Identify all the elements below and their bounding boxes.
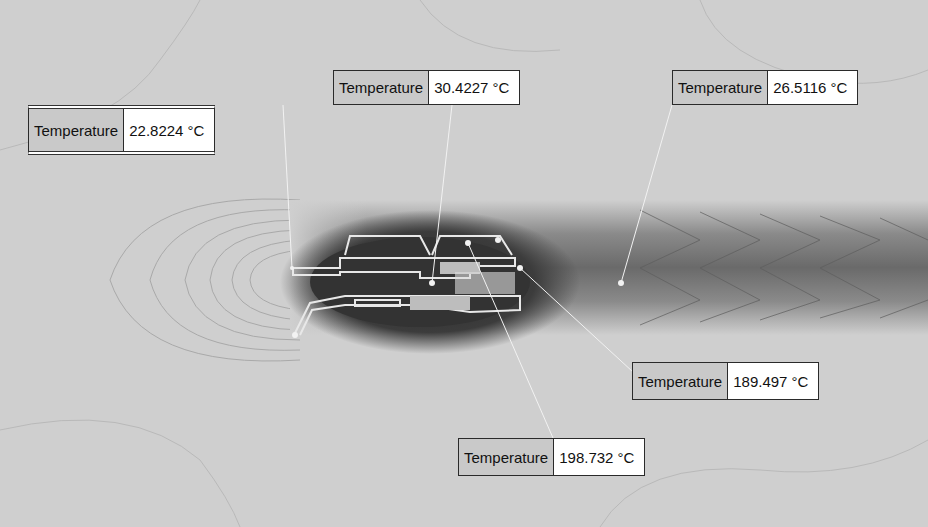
temperature-probe-callout: Temperature22.8224 °C: [28, 105, 215, 155]
probe-label: Temperature: [334, 71, 429, 104]
temperature-probe-callout: Temperature26.5116 °C: [672, 70, 858, 105]
probe-value: 189.497 °C: [728, 363, 813, 399]
probe-value: 198.732 °C: [554, 439, 639, 475]
probe-value: 30.4227 °C: [429, 71, 514, 104]
temperature-probe-callout: Temperature198.732 °C: [458, 438, 645, 476]
probe-label: Temperature: [459, 439, 554, 475]
probe-label: Temperature: [673, 71, 768, 104]
probe-label: Temperature: [633, 363, 728, 399]
temperature-probe-callout: Temperature30.4227 °C: [333, 70, 520, 105]
probe-label: Temperature: [29, 109, 124, 151]
probe-value: 22.8224 °C: [124, 109, 209, 151]
probe-value: 26.5116 °C: [768, 71, 852, 104]
temperature-probe-callout: Temperature189.497 °C: [632, 362, 819, 400]
